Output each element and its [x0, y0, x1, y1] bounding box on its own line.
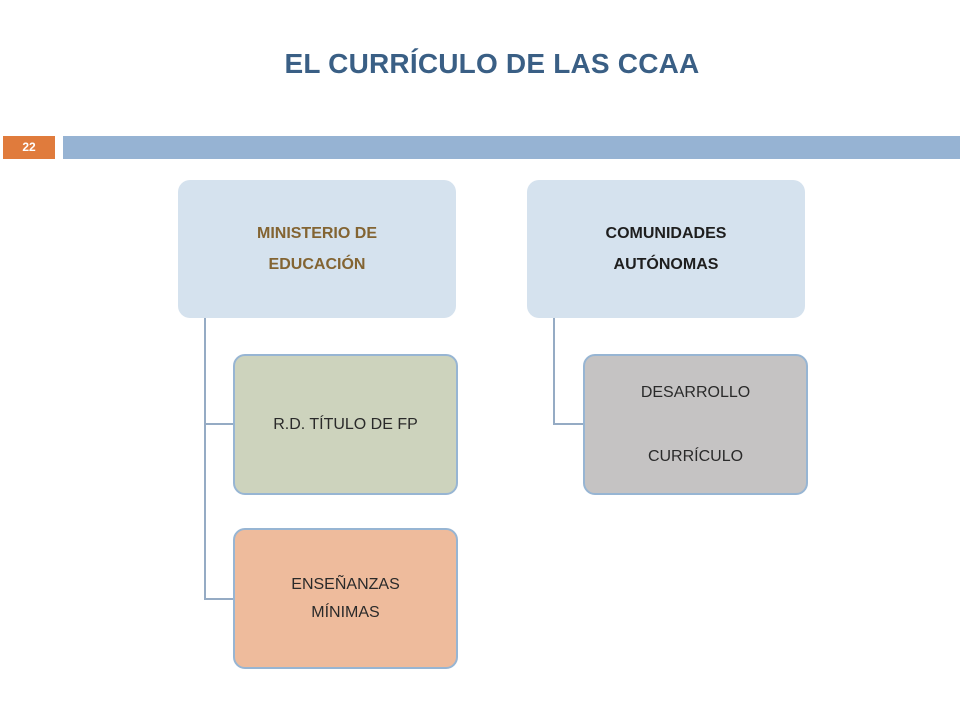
ensenanzas-label: ENSEÑANZAS MÍNIMAS [291, 575, 400, 621]
connector-ministerio-to-ensenanzas [204, 598, 234, 600]
comunidades-label: COMUNIDADES AUTÓNOMAS [605, 225, 727, 273]
connector-ministerio-to-rd [204, 423, 234, 425]
ensenanzas-box: ENSEÑANZAS MÍNIMAS [233, 528, 458, 669]
connector-ministerio-vertical [204, 318, 206, 600]
ministerio-box: MINISTERIO DE EDUCACIÓN [178, 180, 456, 318]
rd-titulo-label: R.D. TÍTULO DE FP [273, 415, 418, 433]
comunidades-box: COMUNIDADES AUTÓNOMAS [527, 180, 805, 318]
page-number-badge: 22 [3, 136, 55, 159]
header-bar [63, 136, 960, 159]
rd-titulo-box: R.D. TÍTULO DE FP [233, 354, 458, 495]
desarrollo-box: DESARROLLO CURRÍCULO [583, 354, 808, 495]
slide-title: EL CURRÍCULO DE LAS CCAA [284, 48, 700, 79]
connector-comunidades-vertical [553, 318, 555, 425]
ministerio-label: MINISTERIO DE EDUCACIÓN [256, 225, 377, 273]
connector-comunidades-to-desarrollo [553, 423, 584, 425]
desarrollo-label: DESARROLLO CURRÍCULO [640, 383, 751, 465]
